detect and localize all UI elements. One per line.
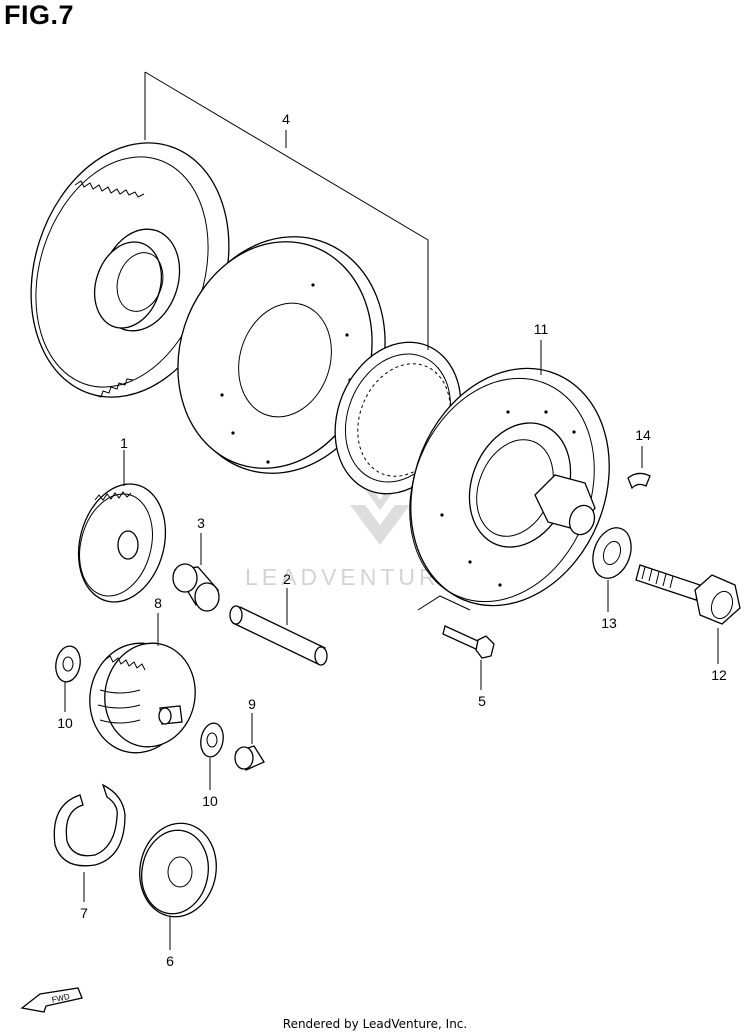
callout-13: 13 xyxy=(601,615,617,631)
callout-2: 2 xyxy=(283,571,291,587)
callout-12: 12 xyxy=(711,667,727,683)
part-7-circlip[interactable] xyxy=(53,783,126,867)
callout-14: 14 xyxy=(635,427,651,443)
callout-3: 3 xyxy=(197,515,205,531)
callout-8: 8 xyxy=(154,595,162,611)
part-10-washer-b[interactable] xyxy=(198,721,226,758)
part-9-bushing[interactable] xyxy=(234,745,265,771)
part-6-bearing[interactable] xyxy=(132,817,223,923)
leader-5-bracket xyxy=(417,595,471,611)
footer-credit: Rendered by LeadVenture, Inc. xyxy=(282,1017,468,1031)
leader-4 xyxy=(144,71,429,350)
callout-4: 4 xyxy=(282,111,290,127)
figure-title: FIG.7 xyxy=(4,0,75,30)
callout-10b: 10 xyxy=(202,793,218,809)
callout-6: 6 xyxy=(166,953,174,969)
watermark-text: LEADVENTURE xyxy=(245,564,459,590)
part-2-shaft[interactable] xyxy=(229,605,328,666)
part-12-bolt[interactable] xyxy=(635,564,741,625)
part-14-key[interactable] xyxy=(627,472,651,490)
part-8-torque-limiter[interactable] xyxy=(81,636,203,761)
part-10-washer-a[interactable] xyxy=(53,644,83,684)
fwd-arrow-icon: FWD xyxy=(20,987,83,1013)
part-3-bushing[interactable] xyxy=(172,563,220,612)
fwd-label: FWD xyxy=(51,992,71,1005)
callout-10a: 10 xyxy=(57,715,73,731)
callout-7: 7 xyxy=(80,905,88,921)
callout-5: 5 xyxy=(478,693,486,709)
part-13-washer[interactable] xyxy=(586,522,638,583)
part-4-clutch-housing[interactable] xyxy=(149,210,415,500)
callout-9: 9 xyxy=(248,696,256,712)
part-11-starter-clutch-rotor[interactable] xyxy=(376,338,644,635)
part-1-idle-gear[interactable] xyxy=(66,474,178,612)
part-5-bolt[interactable] xyxy=(442,625,495,659)
callout-1: 1 xyxy=(120,435,128,451)
leadventure-watermark: LEADVENTURE xyxy=(245,478,459,590)
part-4-starter-driven-gear[interactable] xyxy=(0,117,261,423)
callout-11: 11 xyxy=(534,321,549,337)
